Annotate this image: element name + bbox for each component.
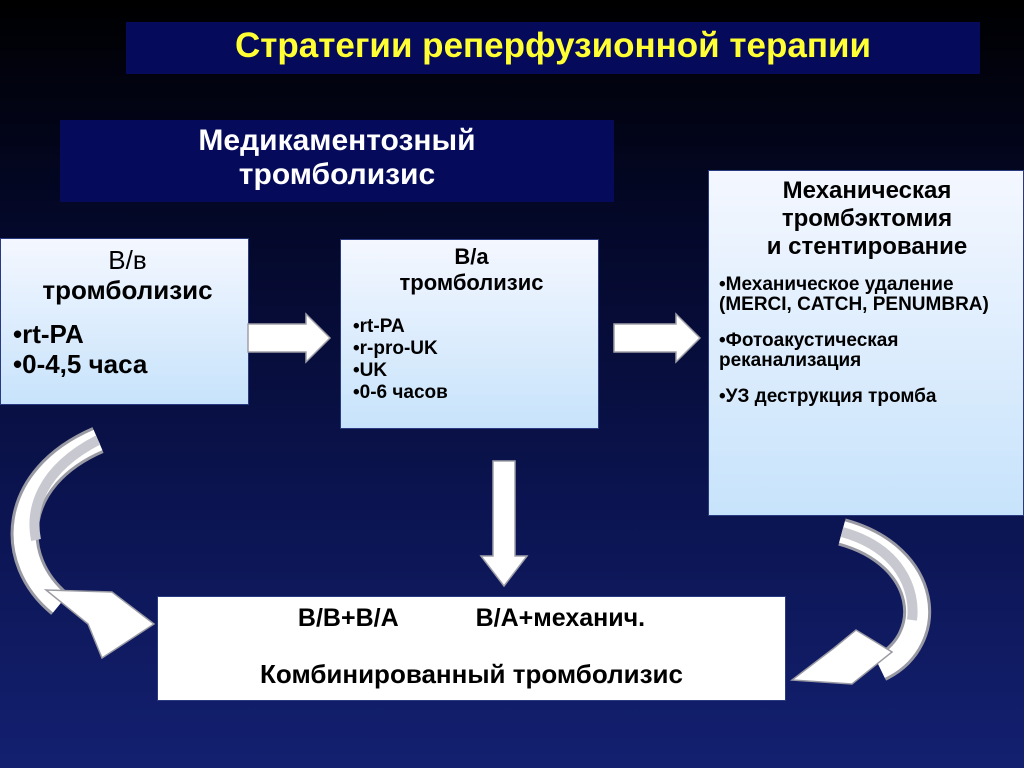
iv-thrombolysis-box: В/в тромболизис •rt-PA •0-4,5 часа	[0, 238, 249, 405]
ia-items-list: •rt-PA •r-pro-UK •UK •0-6 часов	[353, 316, 590, 404]
curved-arrow-icon	[789, 518, 932, 685]
list-item: •rt-PA	[13, 319, 84, 349]
mech-box-title: Механическая тромбэктомия и стентировани…	[719, 177, 1015, 261]
ia-title-line-1: В/а	[454, 244, 489, 269]
combination-iv-ia: В/В+В/А	[297, 604, 399, 632]
ia-thrombolysis-box: В/а тромболизис •rt-PA •r-pro-UK •UK •0-…	[340, 239, 599, 429]
mech-title-line-1: Механическая	[782, 177, 952, 204]
iv-box-title: В/в тромболизис	[13, 245, 242, 305]
mech-title-line-3: и стентирование	[766, 233, 968, 260]
list-item: •Фотоакустическая реканализация	[719, 330, 899, 371]
medication-thrombolysis-header: Медикаментозный тромболизис	[60, 120, 614, 202]
combined-thrombolysis-label: Комбинированный тромболизис	[260, 659, 683, 689]
mech-items-list: •Механическое удаление (MERCI, CATCH, PE…	[719, 275, 1015, 407]
list-item: •UK	[353, 360, 388, 381]
iv-title-line-1: В/в	[108, 245, 147, 275]
combined-thrombolysis-box: В/В+В/А В/А+механич. Комбинированный тро…	[157, 596, 786, 701]
combination-ia-mechanical: В/А+механич.	[475, 604, 646, 632]
list-item: •rt-PA	[353, 316, 405, 337]
list-item: •УЗ деструкция тромба	[719, 386, 937, 407]
ia-box-title: В/а тромболизис	[353, 244, 590, 296]
ia-title-line-2: тромболизис	[399, 270, 544, 295]
mech-title-line-2: тромбэктомия	[781, 205, 953, 232]
arrow-down-icon	[479, 460, 529, 588]
iv-title-line-2: тромболизис	[42, 275, 213, 305]
slide-title: Стратегии реперфузионной терапии	[126, 22, 980, 74]
list-item: •r-pro-UK	[353, 338, 438, 359]
curved-arrow-icon	[10, 427, 156, 660]
list-item: •Механическое удаление (MERCI, CATCH, PE…	[719, 274, 989, 315]
list-item: •0-4,5 часа	[13, 349, 148, 379]
arrow-right-icon	[613, 312, 702, 364]
list-item: •0-6 часов	[353, 382, 448, 403]
header-line-2: тромболизис	[238, 158, 436, 191]
iv-items-list: •rt-PA •0-4,5 часа	[13, 319, 242, 379]
slide-title-text: Стратегии реперфузионной терапии	[234, 26, 871, 65]
header-line-1: Медикаментозный	[198, 124, 476, 157]
combination-options: В/В+В/А В/А+механич.	[158, 603, 785, 633]
mechanical-thrombectomy-box: Механическая тромбэктомия и стентировани…	[708, 170, 1024, 516]
arrow-right-icon	[247, 312, 332, 364]
